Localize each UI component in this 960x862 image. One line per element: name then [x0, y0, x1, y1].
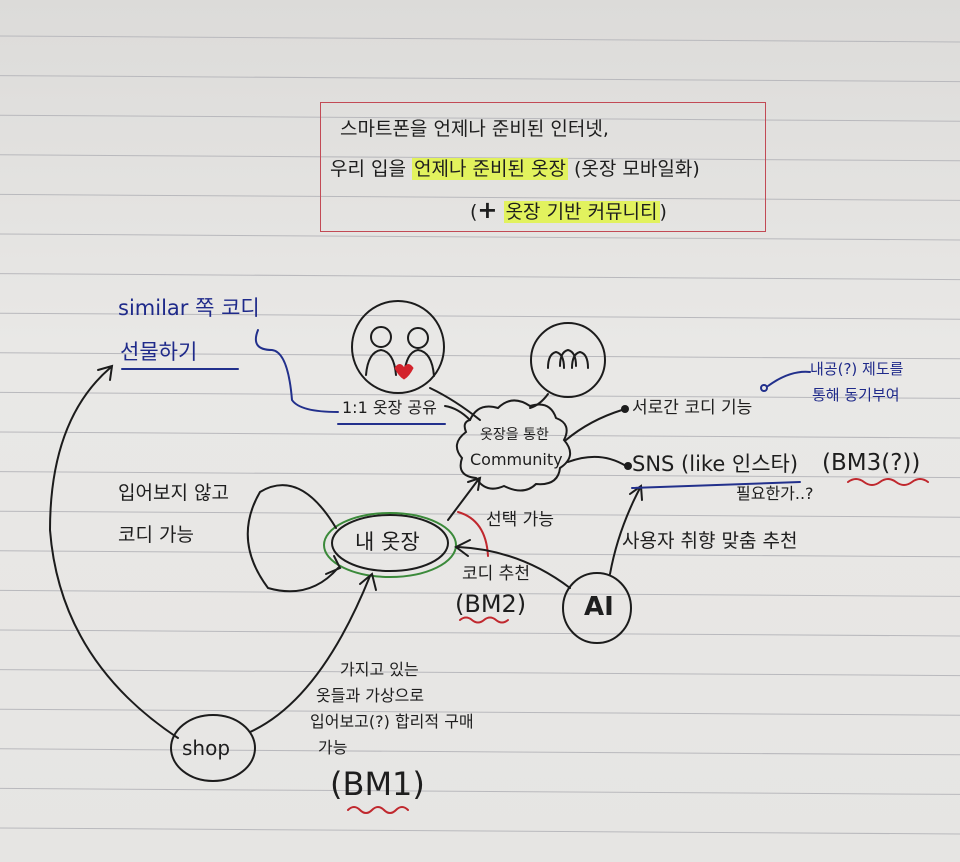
user-rec-label: 사용자 취향 맞춤 추천 [622, 530, 798, 552]
ruled-line [0, 629, 960, 637]
bm1-squiggle [347, 806, 409, 814]
ruled-line [0, 312, 960, 320]
virtual-label-1: 가지고 있는 [340, 660, 419, 679]
ruled-line [0, 471, 960, 479]
line-mutual-codi [565, 409, 623, 441]
selectable-label: 선택 가능 [486, 510, 554, 530]
dot-mutual-codi [621, 405, 629, 413]
heart-icon [394, 364, 414, 380]
headline-line-2-prefix: 우리 입을 [330, 158, 406, 180]
headline-box [320, 102, 766, 232]
headline-plus: + [477, 196, 498, 224]
arrowhead-ai-closet [454, 539, 471, 557]
person-body-right [403, 348, 435, 377]
arrowhead-ai-sns [629, 484, 643, 501]
dot-sns [624, 462, 632, 470]
ruled-line [0, 827, 960, 835]
shop-circle [170, 714, 256, 782]
line-crowd-community [529, 393, 549, 409]
ruled-line [0, 550, 960, 558]
ruled-line [0, 273, 960, 281]
bm3-squiggle [847, 478, 929, 486]
line-sns [567, 455, 627, 467]
link-gift-share [254, 329, 339, 413]
arrowhead-shop-closet [359, 572, 377, 591]
person-head-left [370, 326, 392, 348]
virtual-label-4: 가능 [318, 738, 348, 757]
headline-line-1: 스마트폰을 언제나 준비된 인터넷, [340, 118, 609, 140]
gift-label: 선물하기 [120, 340, 198, 364]
try-label-1: 입어보지 않고 [118, 482, 229, 504]
arrow-ai-sns [609, 487, 641, 575]
ruled-line [0, 114, 960, 122]
my-closet-green-ring [323, 512, 457, 578]
arrowhead-community [467, 476, 482, 491]
ruled-line [0, 35, 960, 43]
arrow-shop-closet [249, 575, 371, 733]
ruled-line [0, 708, 960, 716]
my-closet-ellipse [331, 514, 449, 572]
ruled-line [0, 748, 960, 756]
needed-label: 필요한가..? [736, 484, 814, 503]
arrowhead-shop-gift [97, 364, 114, 381]
headline-line-2-highlight: 언제나 준비된 옷장 [412, 158, 568, 180]
community-top-label: 옷장을 통한 [480, 427, 549, 443]
ruled-line [0, 154, 960, 162]
mutual-codi-label: 서로간 코디 기능 [632, 398, 753, 418]
virtual-label-3: 입어보고(?) 합리적 구매 [310, 712, 474, 731]
arrow-community-closet [447, 479, 479, 521]
line-share-community [444, 405, 471, 421]
headline-line-2-suffix: (옷장 모바일화) [573, 158, 700, 180]
ruled-line [0, 233, 960, 241]
bm3-label: (BM3(?)) [822, 450, 921, 476]
sns-underline [631, 481, 801, 489]
reward-label-1: 내공(?) 제도를 [810, 360, 904, 378]
try-label-2: 코디 가능 [118, 524, 194, 546]
shop-label: shop [182, 736, 231, 760]
reward-label-2: 통해 동기부여 [812, 386, 900, 404]
ruled-line [0, 352, 960, 360]
reward-link-dot [760, 384, 768, 392]
ruled-line [0, 510, 960, 518]
self-loop-arrowhead [325, 555, 342, 575]
virtual-label-2: 옷들과 가상으로 [316, 686, 425, 705]
ruled-line [0, 431, 960, 439]
headline-line-3: (+ 옷장 기반 커뮤니티) [470, 196, 667, 224]
my-closet-label: 내 옷장 [355, 530, 420, 554]
arrow-shop-gift [48, 367, 179, 739]
person-body-left [365, 348, 397, 376]
similar-label: similar 쪽 코디 [118, 296, 260, 320]
ruled-line [0, 391, 960, 399]
line-couple-community [429, 387, 481, 421]
share-label: 1:1 옷장 공유 [342, 398, 437, 417]
bm1-label: (BM1) [330, 765, 425, 803]
codi-rec-label: 코디 추천 [462, 564, 530, 584]
link-reward [767, 370, 811, 387]
ruled-line [0, 193, 960, 201]
arrow-ai-closet [457, 546, 571, 589]
community-label: Community [470, 450, 563, 469]
crowd-sketch-circle [530, 322, 606, 398]
ai-circle [562, 572, 632, 644]
bm2-squiggle [459, 616, 509, 624]
person-head-right [407, 327, 429, 349]
couple-sketch-circle [351, 300, 445, 394]
ruled-line [0, 589, 960, 597]
community-cloud [455, 399, 571, 492]
self-loop-arrow [246, 484, 339, 593]
ruled-line [0, 669, 960, 677]
headline-line-2: 우리 입을 언제나 준비된 옷장 (옷장 모바일화) [330, 158, 700, 180]
headline-line-3-close: ) [659, 201, 667, 223]
ruled-line [0, 75, 960, 83]
ruled-line [0, 787, 960, 795]
ai-label: AI [584, 592, 614, 622]
bm2-label: (BM2) [455, 590, 527, 618]
crowd-icon [547, 348, 589, 369]
sns-label: SNS (like 인스타) [632, 452, 799, 476]
headline-line-3-highlight: 옷장 기반 커뮤니티 [503, 201, 660, 223]
